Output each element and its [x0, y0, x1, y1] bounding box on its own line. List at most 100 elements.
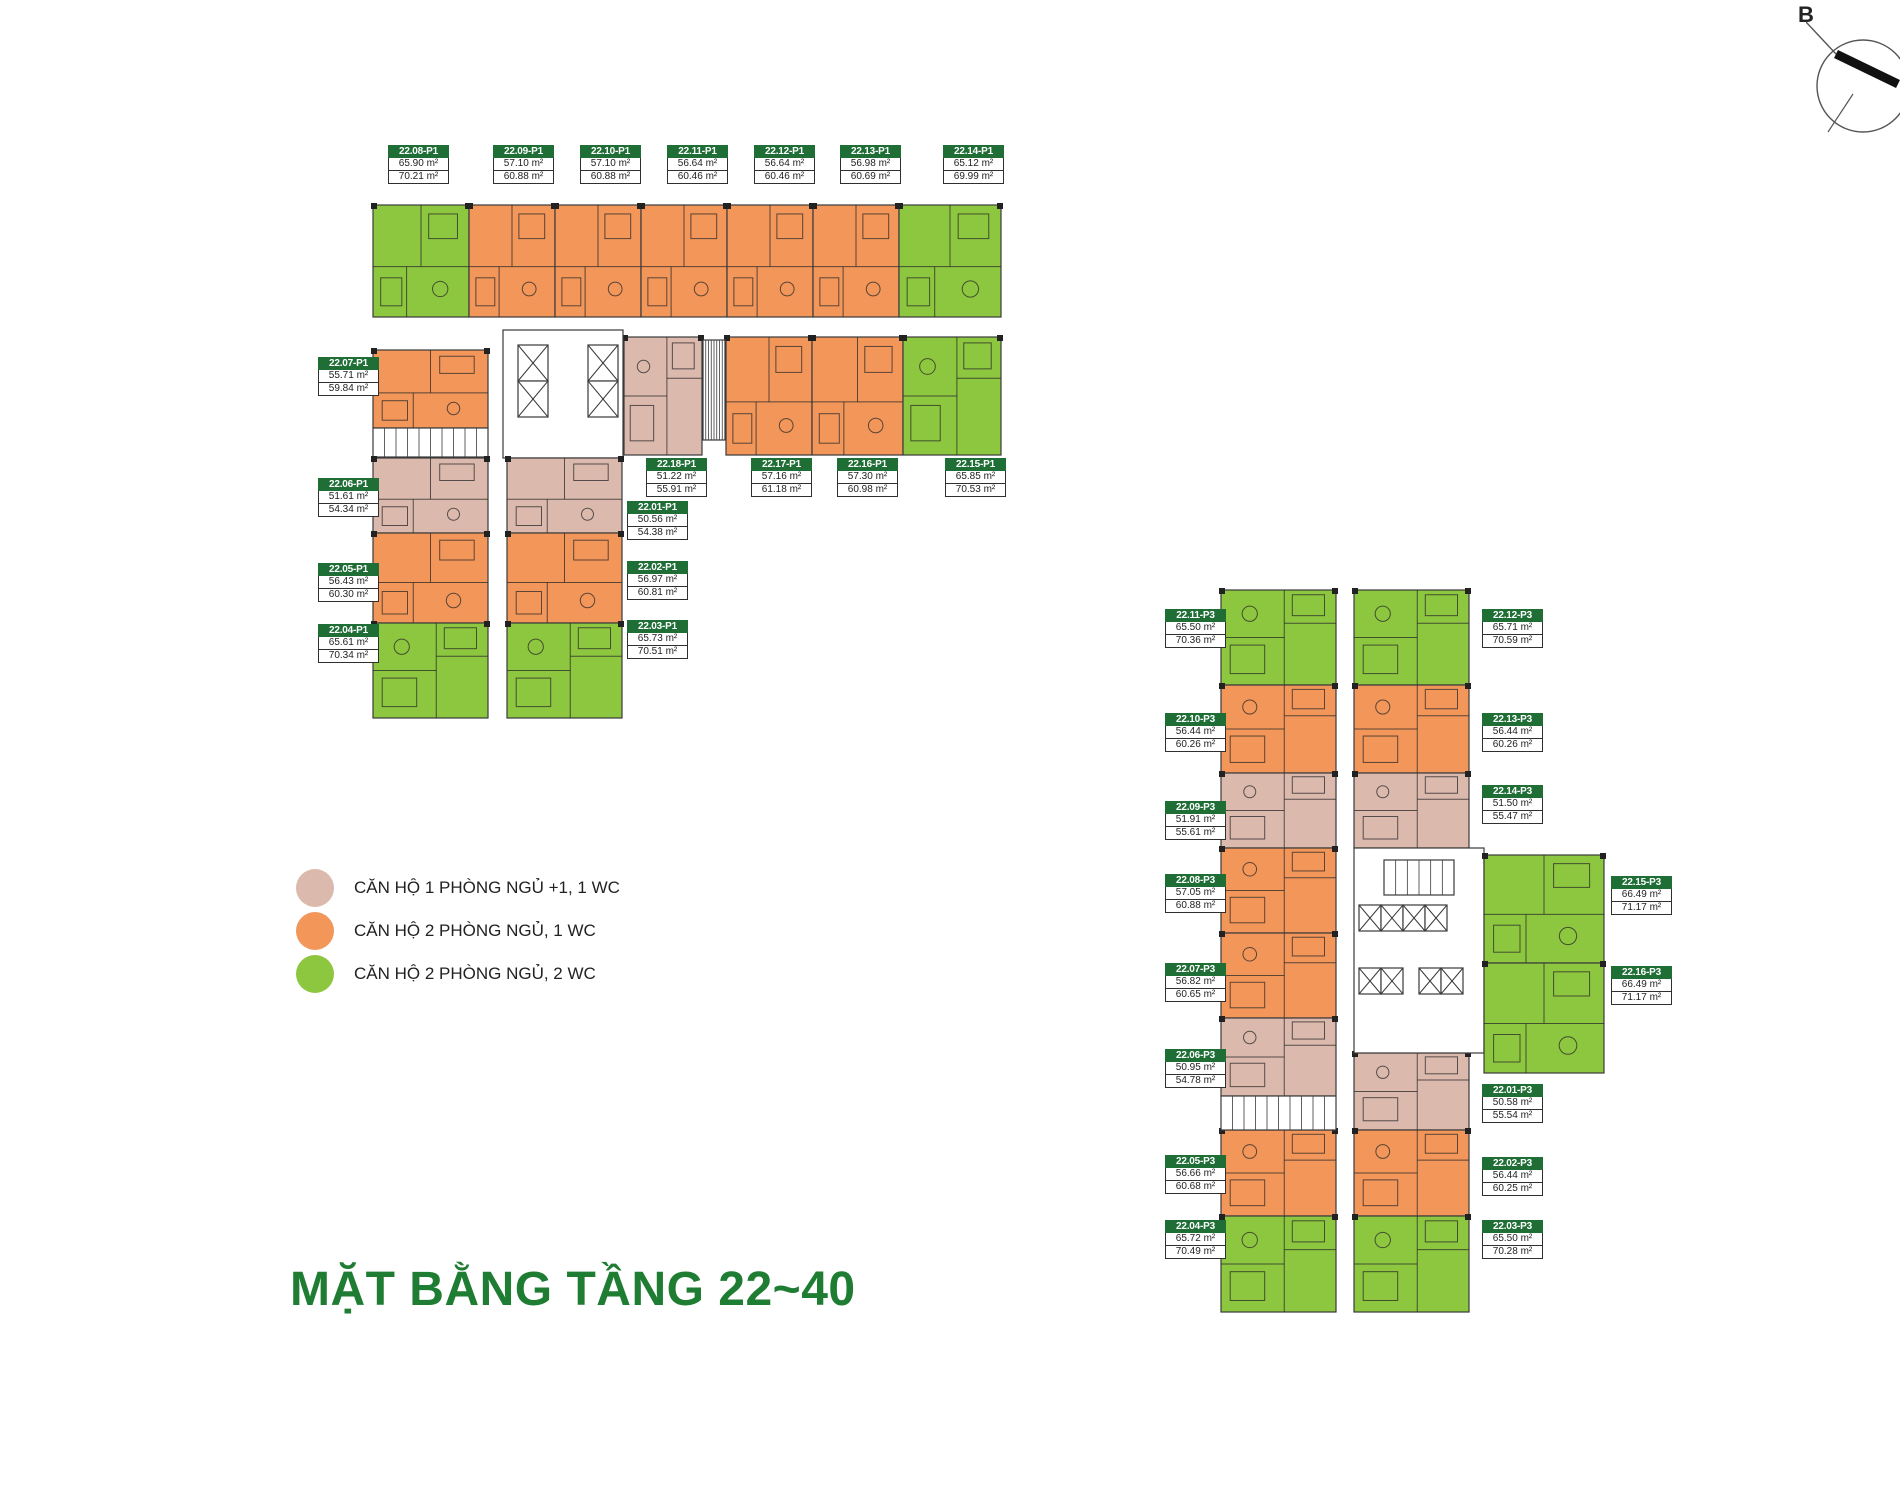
column-mark — [1465, 1214, 1471, 1220]
legend-swatch — [296, 912, 334, 950]
elevator-cross — [517, 380, 549, 418]
bed-icon — [518, 213, 546, 240]
bed-icon — [428, 213, 458, 240]
column-mark — [810, 335, 816, 341]
table-icon — [1243, 785, 1257, 799]
table-icon — [867, 417, 884, 434]
column-mark — [484, 348, 490, 354]
column-mark — [618, 621, 624, 627]
unit-area-outer: 60.65 m² — [1165, 989, 1226, 1002]
column-mark — [484, 456, 490, 462]
bed-icon — [1291, 776, 1326, 794]
bed-icon — [515, 591, 543, 615]
column-mark — [811, 203, 817, 209]
bed-icon — [1424, 1133, 1459, 1154]
table-icon — [447, 507, 460, 521]
unit-area-outer: 60.46 m² — [754, 171, 815, 184]
bed-icon — [1229, 1271, 1266, 1301]
unit-area-outer: 71.17 m² — [1611, 902, 1672, 915]
table-icon — [1558, 926, 1578, 946]
table-icon — [919, 358, 936, 375]
unit-code: 22.13-P1 — [840, 145, 901, 158]
bed-icon — [906, 277, 931, 307]
legend-item-two-bed-two-wc: CĂN HỘ 2 PHÒNG NGỦ, 2 WC — [296, 954, 596, 994]
bed-icon — [515, 677, 552, 708]
unit-area-outer: 61.18 m² — [751, 484, 812, 497]
column-mark — [371, 203, 377, 209]
unit-area-outer: 55.61 m² — [1165, 827, 1226, 840]
column-mark — [1352, 1214, 1358, 1220]
unit-area-inner: 65.61 m² — [318, 637, 379, 650]
bed-icon — [380, 277, 403, 307]
column-mark — [371, 531, 377, 537]
column-mark — [553, 203, 559, 209]
unit-area-outer: 60.68 m² — [1165, 1181, 1226, 1194]
table-icon — [1558, 1036, 1578, 1055]
column-mark — [1332, 683, 1338, 689]
elevator-cross — [1418, 967, 1442, 995]
bed-icon — [1291, 1021, 1326, 1040]
bed-icon — [963, 342, 992, 370]
unit-area-outer: 54.34 m² — [318, 504, 379, 517]
column-mark — [1352, 1128, 1358, 1134]
bed-icon — [1291, 594, 1326, 617]
unit-area-outer: 54.38 m² — [627, 527, 688, 540]
unit-area-outer: 55.47 m² — [1482, 811, 1543, 824]
unit-area-outer: 70.21 m² — [388, 171, 449, 184]
unit-area-inner: 56.43 m² — [318, 576, 379, 589]
bed-icon — [819, 277, 840, 307]
unit-code: 22.03-P1 — [627, 620, 688, 633]
unit-area-inner: 56.98 m² — [840, 158, 901, 171]
unit-area-inner: 57.10 m² — [493, 158, 554, 171]
bed-icon — [1424, 594, 1459, 617]
column-mark — [1352, 683, 1358, 689]
column-mark — [505, 531, 511, 537]
unit-area-outer: 55.91 m² — [646, 484, 707, 497]
unit-code: 22.04-P3 — [1165, 1220, 1226, 1233]
unit-code: 22.04-P1 — [318, 624, 379, 637]
unit-code: 22.01-P1 — [627, 501, 688, 514]
bed-icon — [1362, 1271, 1399, 1301]
legend-label: CĂN HỘ 2 PHÒNG NGỦ, 2 WC — [354, 964, 596, 983]
unit-area-inner: 50.95 m² — [1165, 1062, 1226, 1075]
column-mark — [1465, 588, 1471, 594]
table-icon — [1375, 1144, 1391, 1159]
table-icon — [1374, 605, 1391, 622]
bed-icon — [1362, 1097, 1399, 1122]
unit-area-inner: 56.64 m² — [754, 158, 815, 171]
unit-code: 22.16-P1 — [837, 458, 898, 471]
unit-area-outer: 60.81 m² — [627, 587, 688, 600]
column-mark — [725, 203, 731, 209]
bed-icon — [733, 277, 754, 307]
bed-icon — [671, 342, 695, 370]
column-mark — [622, 335, 628, 341]
unit-code: 22.12-P1 — [754, 145, 815, 158]
unit-area-outer: 60.46 m² — [667, 171, 728, 184]
unit-area-outer: 60.69 m² — [840, 171, 901, 184]
bed-icon — [732, 413, 753, 444]
unit-area-inner: 55.71 m² — [318, 370, 379, 383]
compass-letter: B — [1798, 2, 1814, 27]
bed-icon — [1553, 863, 1591, 888]
table-icon — [1242, 699, 1258, 715]
table-icon — [393, 638, 410, 655]
elevator-cross — [1358, 904, 1382, 932]
column-mark — [371, 456, 377, 462]
unit-code: 22.11-P3 — [1165, 609, 1226, 622]
column-mark — [467, 203, 473, 209]
unit-area-outer: 60.30 m² — [318, 589, 379, 602]
table-icon — [636, 359, 651, 374]
unit-code: 22.15-P3 — [1611, 876, 1672, 889]
unit-area-outer: 60.88 m² — [580, 171, 641, 184]
bed-icon — [1229, 981, 1266, 1009]
bed-icon — [1493, 924, 1521, 953]
